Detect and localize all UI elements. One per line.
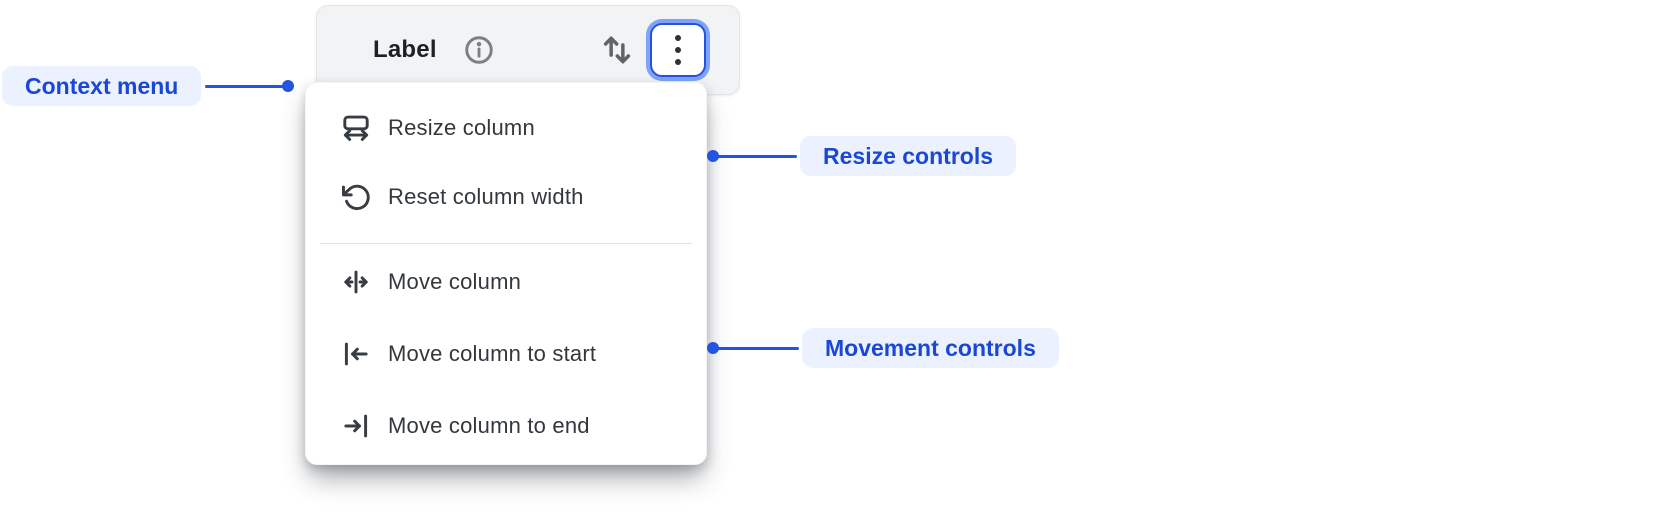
menu-item-label: Reset column width <box>388 183 584 209</box>
move-horizontal-icon <box>344 270 368 294</box>
menu-item-label: Move column <box>388 269 522 294</box>
info-icon[interactable] <box>463 34 495 66</box>
connector-dot <box>282 80 294 92</box>
column-menu-button[interactable] <box>650 23 706 77</box>
connector-line <box>717 154 797 158</box>
annotation-pill: Context menu <box>2 66 202 106</box>
move-to-end-icon <box>344 414 368 438</box>
menu-item-move-column-to-start[interactable]: Move column to start <box>306 318 706 390</box>
kebab-icon <box>675 47 681 53</box>
connector-dot <box>707 342 719 354</box>
context-menu: Resize column Reset column width Move co… <box>305 82 707 465</box>
connector-dot <box>707 150 719 162</box>
kebab-icon <box>675 35 681 41</box>
menu-divider <box>320 243 692 244</box>
connector-line <box>717 346 799 350</box>
menu-item-reset-column-width[interactable]: Reset column width <box>306 162 706 231</box>
menu-item-move-column[interactable]: Move column <box>306 246 706 318</box>
connector-line <box>205 84 285 88</box>
column-header: Label <box>316 5 740 95</box>
annotation-pill: Resize controls <box>800 136 1016 176</box>
annotation-pill: Movement controls <box>802 328 1059 368</box>
column-header-title: Label <box>373 36 437 63</box>
sort-icon[interactable] <box>598 30 636 70</box>
menu-item-label: Move column to start <box>388 341 597 366</box>
menu-item-move-column-to-end[interactable]: Move column to end <box>306 390 706 462</box>
menu-item-resize-column[interactable]: Resize column <box>306 93 706 162</box>
reset-icon <box>341 184 370 210</box>
move-to-start-icon <box>344 342 368 366</box>
menu-item-label: Resize column <box>388 114 535 140</box>
resize-horizontal-icon <box>343 115 369 141</box>
kebab-icon <box>675 59 681 65</box>
menu-item-label: Move column to end <box>388 413 590 438</box>
